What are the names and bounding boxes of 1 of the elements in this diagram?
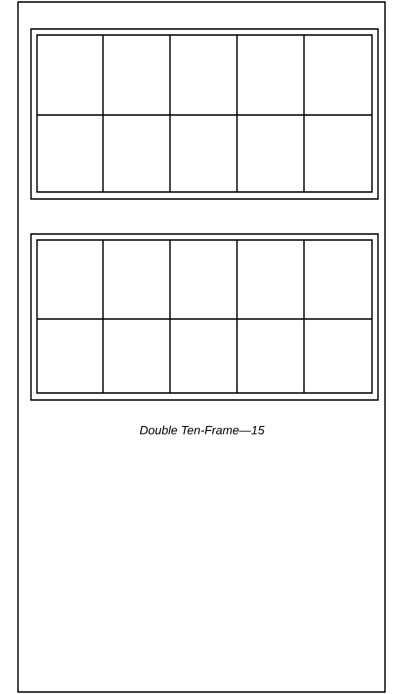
caption: Double Ten-Frame—15 [140,426,264,434]
